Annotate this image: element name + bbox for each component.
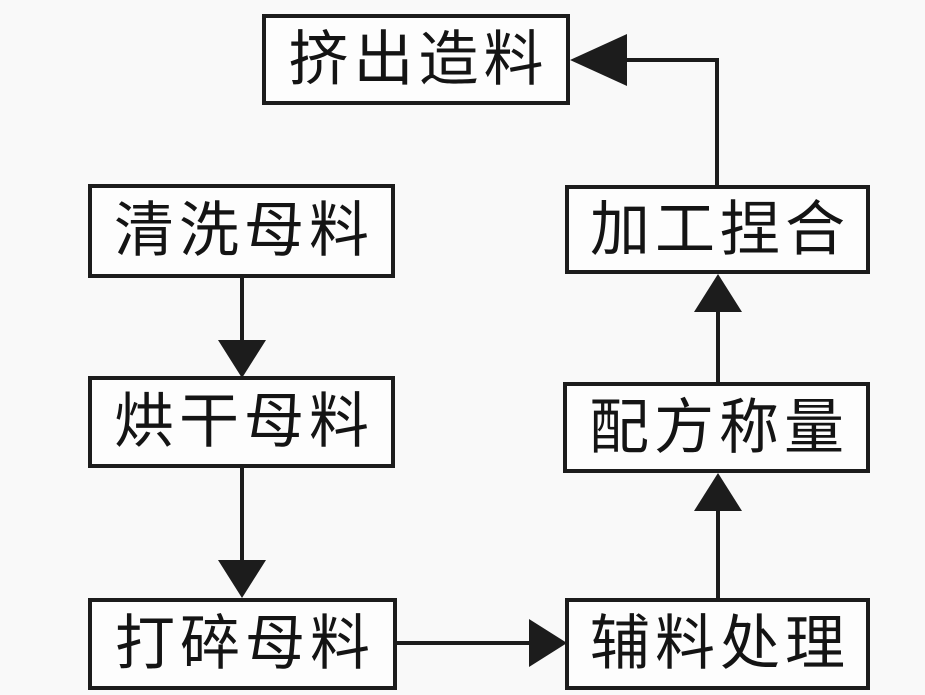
arrowhead-left-icon	[570, 34, 627, 86]
arrow-weigh-to-knead-line	[716, 311, 720, 382]
node-dry-masterbatch: 烘干母料	[88, 376, 395, 468]
node-auxiliary-process: 辅料处理	[565, 598, 870, 690]
node-extrude-pelletize: 挤出造料	[262, 14, 570, 105]
node-process-knead: 加工捏合	[565, 185, 870, 274]
node-label: 挤出造料	[288, 26, 549, 93]
arrow-wash-to-dry-line	[240, 278, 244, 341]
node-wash-masterbatch: 清洗母料	[88, 184, 395, 278]
node-crush-masterbatch: 打碎母料	[88, 598, 397, 690]
node-formula-weigh: 配方称量	[563, 382, 870, 473]
arrow-aux-to-weigh-line	[716, 510, 720, 598]
node-label: 辅料处理	[590, 611, 850, 677]
arrowhead-up-icon	[694, 274, 742, 312]
arrowhead-down-icon	[218, 340, 266, 378]
node-label: 烘干母料	[114, 389, 374, 455]
node-label: 加工捏合	[590, 196, 850, 263]
arrow-knead-to-extrude-vertical-line	[715, 58, 719, 185]
arrow-knead-to-extrude-horizontal-line	[624, 58, 719, 62]
arrow-crush-to-aux-line	[397, 641, 530, 645]
node-label: 清洗母料	[114, 198, 374, 264]
arrowhead-down-icon	[218, 560, 266, 598]
node-label: 配方称量	[589, 394, 849, 461]
arrowhead-right-icon	[529, 619, 567, 667]
node-label: 打碎母料	[115, 611, 375, 677]
arrowhead-up-icon	[694, 473, 742, 511]
arrow-dry-to-crush-line	[240, 468, 244, 561]
